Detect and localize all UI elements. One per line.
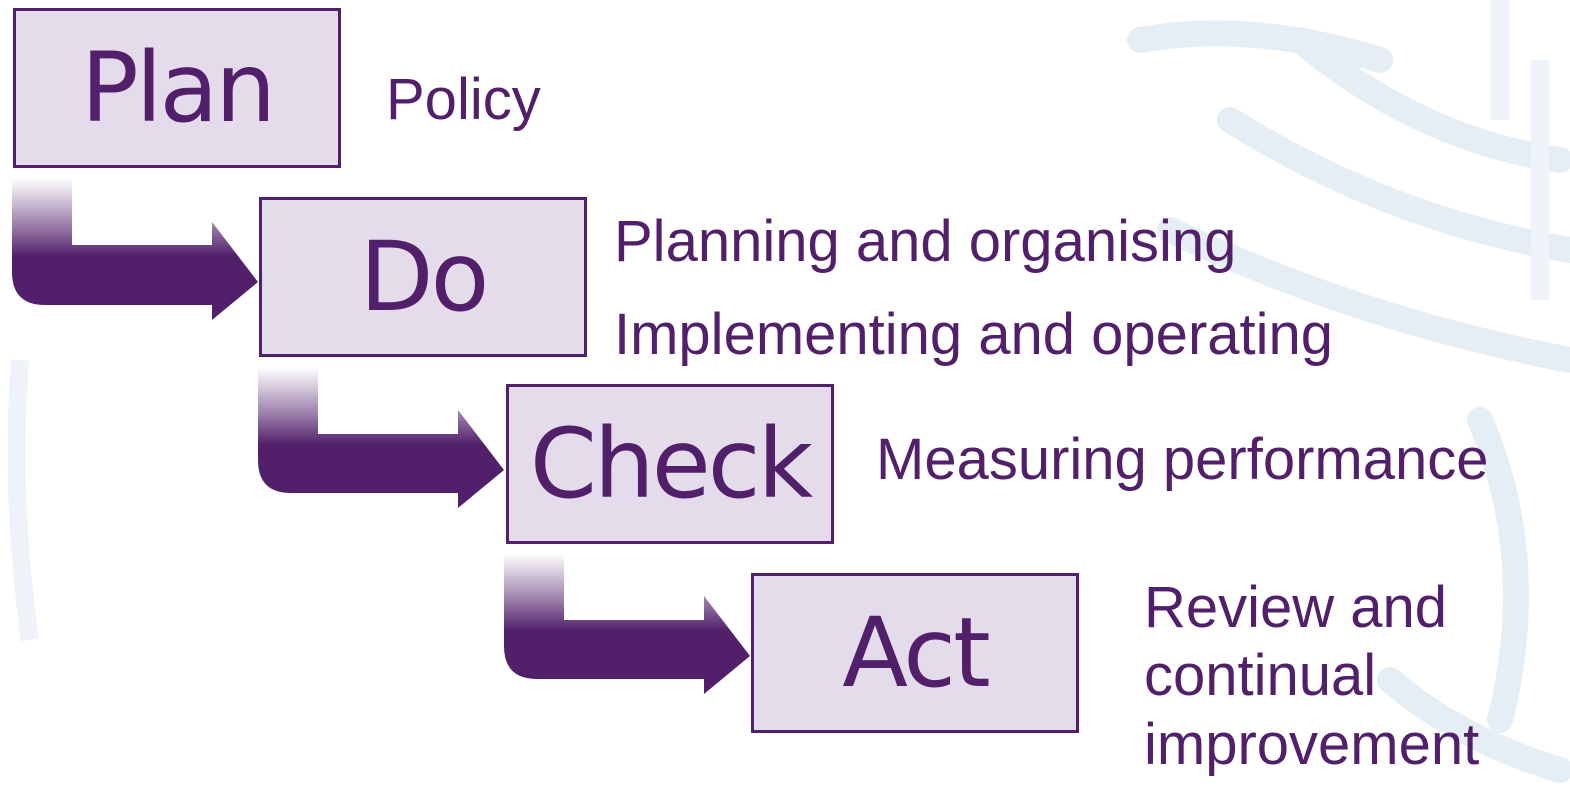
plan-description: Policy xyxy=(386,66,541,134)
stage-plan-label: Plan xyxy=(80,32,276,144)
arrow-check-to-act xyxy=(504,553,750,694)
arrow-plan-to-do xyxy=(12,178,258,320)
stage-act-box: Act xyxy=(751,573,1079,733)
act-description-line: Review and xyxy=(1144,575,1448,640)
act-description-line: improvement xyxy=(1144,711,1480,777)
check-description-line: Measuring performance xyxy=(876,427,1489,492)
stage-check-label: Check xyxy=(529,408,813,520)
stage-do-label: Do xyxy=(359,221,490,333)
do-description-line: Planning and organising xyxy=(614,209,1237,274)
do-description: Planning and organising Implementing and… xyxy=(614,196,1333,382)
check-description: Measuring performance xyxy=(876,426,1489,494)
act-description-line: continual xyxy=(1144,643,1377,709)
arrow-do-to-check xyxy=(258,367,504,508)
plan-description-line: Policy xyxy=(386,67,541,132)
act-description: Review and continual improvement xyxy=(1144,574,1479,779)
do-description-line: Implementing and operating xyxy=(614,301,1334,367)
stage-act-label: Act xyxy=(842,597,990,709)
stage-check-box: Check xyxy=(506,384,834,544)
stage-plan-box: Plan xyxy=(13,8,341,168)
stage-do-box: Do xyxy=(259,197,587,357)
